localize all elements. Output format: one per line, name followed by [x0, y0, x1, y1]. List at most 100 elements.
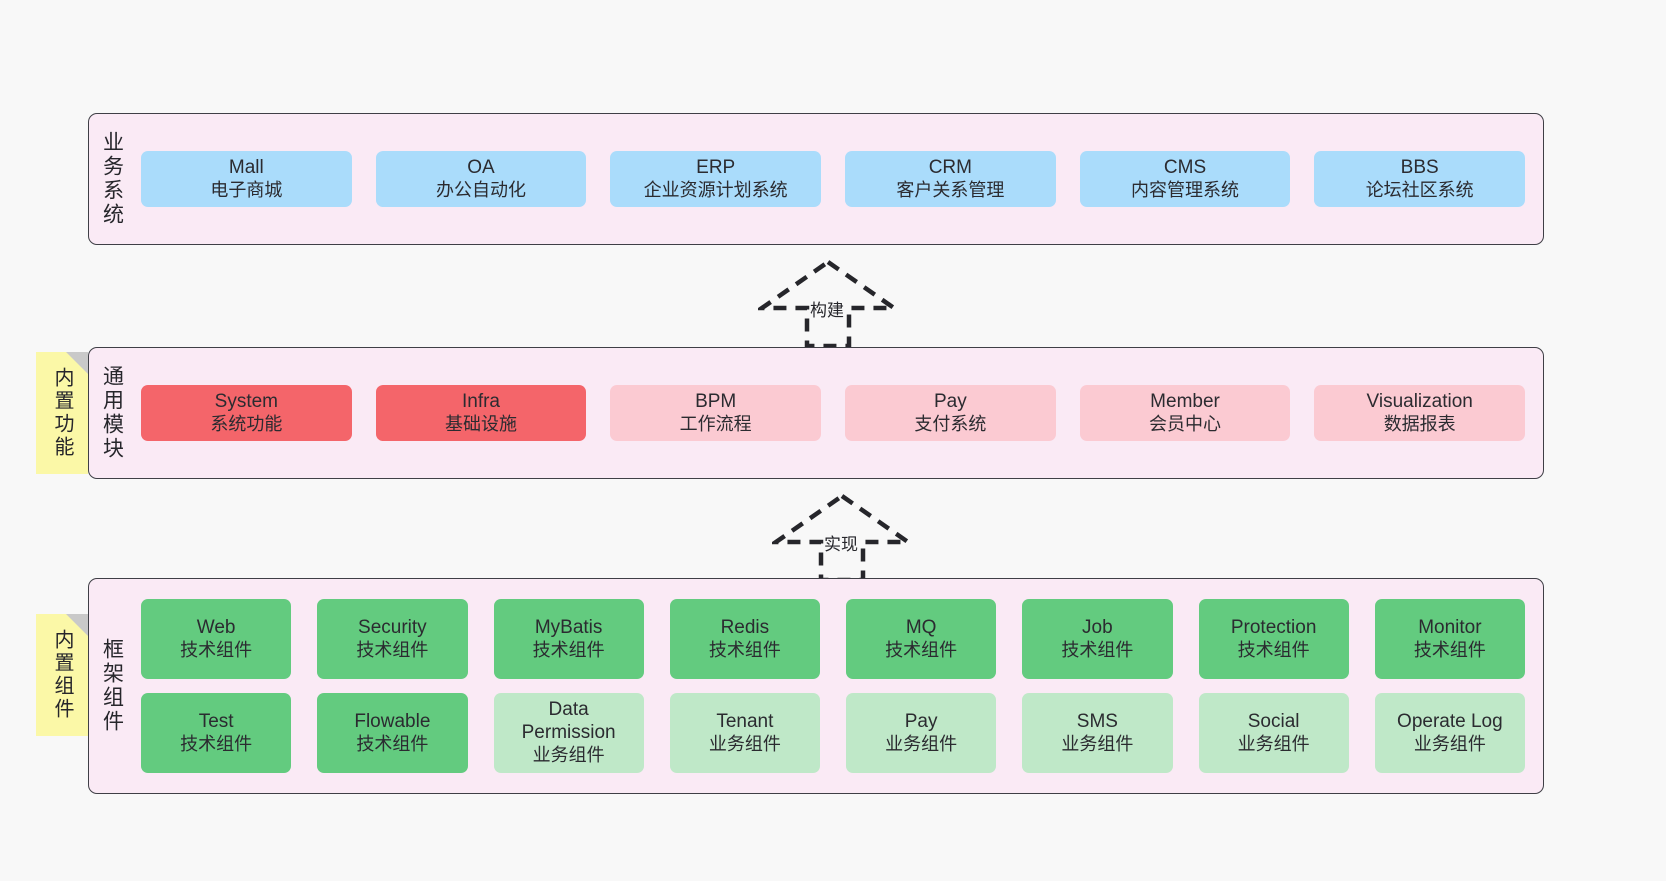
card-monitor[interactable]: Monitor 技术组件: [1374, 599, 1525, 679]
layer-title-common-modules: 通用模块: [100, 365, 124, 461]
card-tenant[interactable]: Tenant 业务组件: [669, 693, 820, 773]
card-title: System: [214, 390, 279, 412]
layer-business-systems: 业务系统 Mall 电子商城 OA 办公自动化 ERP 企业资源计划系统 CRM…: [88, 113, 1544, 245]
card-title: Visualization: [1366, 390, 1473, 412]
connector-build-label: 构建: [810, 301, 844, 320]
card-title: Operate Log: [1397, 710, 1503, 732]
layer-body-framework-components: Web 技术组件 Security 技术组件 MyBatis 技术组件 Redi…: [135, 579, 1543, 793]
card-title: MyBatis: [534, 616, 603, 638]
card-cms[interactable]: CMS 内容管理系统: [1079, 150, 1291, 208]
card-subtitle: 业务组件: [532, 745, 605, 765]
card-job[interactable]: Job 技术组件: [1022, 599, 1173, 679]
note-fold-corner: [66, 352, 88, 374]
card-title: Flowable: [354, 710, 431, 732]
card-subtitle: 电子商城: [210, 179, 283, 200]
card-title: BPM: [695, 390, 737, 412]
card-subtitle: 内容管理系统: [1131, 179, 1240, 200]
card-sms[interactable]: SMS 业务组件: [1022, 693, 1173, 773]
card-title: ERP: [696, 156, 736, 178]
card-subtitle: 技术组件: [532, 639, 605, 660]
card-title: CMS: [1163, 156, 1207, 178]
layer-framework-components: 框架组件 Web 技术组件 Security 技术组件 MyBatis 技术组件…: [88, 578, 1544, 794]
card-bbs[interactable]: BBS 论坛社区系统: [1314, 150, 1526, 208]
card-data-permission[interactable]: Data Permission 业务组件: [493, 693, 644, 773]
card-crm[interactable]: CRM 客户关系管理: [845, 150, 1056, 208]
card-subtitle: 工作流程: [679, 413, 752, 434]
card-bpm[interactable]: BPM 工作流程: [610, 384, 822, 442]
card-subtitle: 技术组件: [180, 733, 253, 754]
card-subtitle: 客户关系管理: [896, 179, 1005, 200]
card-security[interactable]: Security 技术组件: [317, 599, 468, 679]
card-subtitle: 业务组件: [885, 733, 958, 754]
sticky-note-label: 内置组件: [51, 629, 73, 721]
connector-implement-label: 实现: [824, 535, 858, 554]
card-subtitle: 会员中心: [1149, 413, 1222, 434]
card-subtitle: 数据报表: [1383, 413, 1456, 434]
card-infra[interactable]: Infra 基础设施: [375, 384, 587, 442]
card-member[interactable]: Member 会员中心: [1079, 384, 1291, 442]
card-title: Data Permission: [521, 699, 616, 744]
layer-title-framework-components: 框架组件: [100, 638, 124, 734]
layer-title-business-systems: 业务系统: [100, 131, 124, 227]
card-redis[interactable]: Redis 技术组件: [669, 599, 820, 679]
card-subtitle: 技术组件: [708, 639, 781, 660]
card-title: Mall: [228, 156, 264, 178]
card-mall[interactable]: Mall 电子商城: [141, 150, 352, 208]
layer-body-common-modules: System 系统功能 Infra 基础设施 BPM 工作流程 Pay 支付系统…: [135, 348, 1543, 478]
card-subtitle: 系统功能: [210, 413, 283, 434]
connector-build: 构建: [758, 258, 898, 348]
card-subtitle: 基础设施: [445, 413, 517, 434]
card-row: System 系统功能 Infra 基础设施 BPM 工作流程 Pay 支付系统…: [141, 384, 1526, 442]
card-subtitle: 办公自动化: [436, 179, 526, 200]
card-title: Infra: [461, 390, 501, 412]
card-subtitle: 技术组件: [1061, 639, 1134, 660]
card-title: Pay: [904, 710, 938, 732]
card-row: Web 技术组件 Security 技术组件 MyBatis 技术组件 Redi…: [141, 599, 1525, 679]
card-web[interactable]: Web 技术组件: [141, 599, 292, 679]
card-subtitle: 支付系统: [914, 413, 987, 434]
card-visualization[interactable]: Visualization 数据报表: [1314, 384, 1526, 442]
card-pay-component[interactable]: Pay 业务组件: [846, 693, 997, 773]
card-oa[interactable]: OA 办公自动化: [375, 150, 587, 208]
card-title: Social: [1247, 710, 1300, 732]
card-subtitle: 技术组件: [180, 639, 253, 660]
card-row: Mall 电子商城 OA 办公自动化 ERP 企业资源计划系统 CRM 客户关系…: [141, 150, 1526, 208]
layer-body-business-systems: Mall 电子商城 OA 办公自动化 ERP 企业资源计划系统 CRM 客户关系…: [135, 114, 1543, 244]
card-title: Security: [358, 616, 427, 638]
card-title: Test: [198, 710, 234, 732]
card-title: BBS: [1400, 156, 1439, 178]
card-protection[interactable]: Protection 技术组件: [1198, 599, 1349, 679]
card-title: Web: [196, 616, 236, 638]
card-title: Protection: [1230, 616, 1317, 638]
card-system[interactable]: System 系统功能: [141, 384, 352, 442]
card-pay[interactable]: Pay 支付系统: [845, 384, 1056, 442]
card-erp[interactable]: ERP 企业资源计划系统: [610, 150, 822, 208]
connector-implement: 实现: [772, 492, 912, 582]
layer-common-modules: 通用模块 System 系统功能 Infra 基础设施 BPM 工作流程 Pay…: [88, 347, 1544, 479]
card-mybatis[interactable]: MyBatis 技术组件: [493, 599, 644, 679]
sticky-note-label: 内置功能: [51, 367, 73, 459]
card-title: SMS: [1076, 710, 1118, 732]
sticky-note-builtin-features: 内置功能: [36, 352, 88, 474]
card-title: Job: [1082, 616, 1113, 638]
card-subtitle: 业务组件: [1237, 733, 1310, 754]
card-title: Member: [1150, 390, 1220, 412]
card-subtitle: 技术组件: [1237, 639, 1310, 660]
card-title: OA: [467, 156, 495, 178]
card-title: CRM: [928, 156, 972, 178]
card-mq[interactable]: MQ 技术组件: [846, 599, 997, 679]
card-subtitle: 业务组件: [1413, 733, 1486, 754]
card-flowable[interactable]: Flowable 技术组件: [317, 693, 468, 773]
sticky-note-builtin-components: 内置组件: [36, 614, 88, 736]
card-row: Test 技术组件 Flowable 技术组件 Data Permission …: [141, 693, 1525, 773]
card-operate-log[interactable]: Operate Log 业务组件: [1374, 693, 1525, 773]
card-subtitle: 企业资源计划系统: [643, 179, 788, 200]
card-test[interactable]: Test 技术组件: [141, 693, 292, 773]
note-fold-corner: [66, 614, 88, 636]
card-title: MQ: [905, 616, 937, 638]
card-title: Redis: [720, 616, 770, 638]
card-social[interactable]: Social 业务组件: [1198, 693, 1349, 773]
card-subtitle: 技术组件: [1413, 639, 1486, 660]
card-subtitle: 技术组件: [356, 639, 429, 660]
